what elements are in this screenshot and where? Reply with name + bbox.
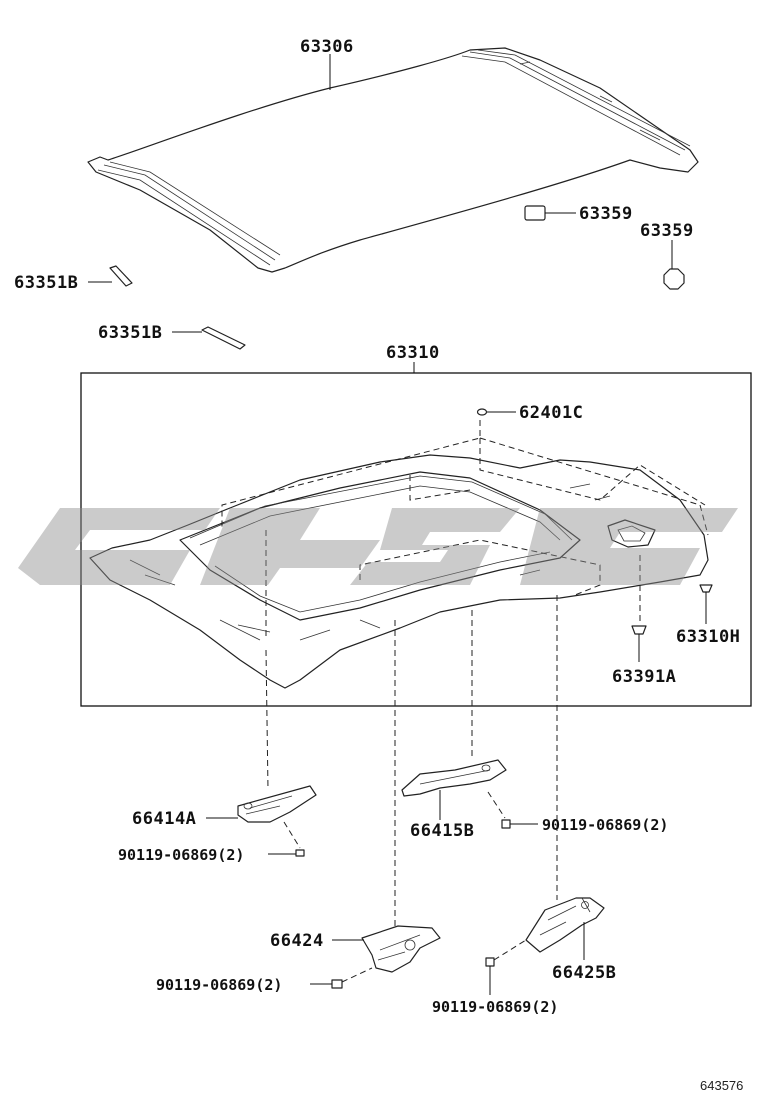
- pad-octagon-63359[interactable]: [663, 268, 685, 290]
- screw-66424[interactable]: [331, 979, 343, 989]
- assist-grip-66415b[interactable]: [401, 759, 507, 797]
- label-66415b: 66415B: [410, 821, 474, 841]
- clip-63310h[interactable]: [699, 584, 713, 593]
- label-63310: 63310: [386, 343, 440, 363]
- label-63351b-upper: 63351B: [14, 273, 78, 293]
- clip-63391a[interactable]: [631, 625, 647, 635]
- clip-62401c[interactable]: [476, 408, 488, 416]
- assembly-box-63310: [80, 372, 752, 707]
- label-screw-grip-center: 90119-06869(2): [542, 816, 668, 834]
- label-63391a: 63391A: [612, 667, 676, 687]
- label-66425b: 66425B: [552, 963, 616, 983]
- label-63351b-lower: 63351B: [98, 323, 162, 343]
- screw-66414a[interactable]: [295, 849, 305, 857]
- label-62401c: 62401C: [519, 403, 583, 423]
- screw-66425b[interactable]: [485, 957, 495, 967]
- screw-66415b[interactable]: [501, 819, 511, 829]
- roof-panel-63306[interactable]: [87, 47, 699, 273]
- label-63359-right: 63359: [579, 204, 633, 224]
- assist-grip-66414a[interactable]: [237, 785, 317, 823]
- strip-63351b-upper[interactable]: [109, 265, 133, 287]
- strip-63351b-lower[interactable]: [201, 326, 246, 350]
- pad-square-63359[interactable]: [524, 205, 546, 221]
- bracket-66424[interactable]: [361, 925, 441, 973]
- label-63310h: 63310H: [676, 627, 740, 647]
- label-66414a: 66414A: [132, 809, 196, 829]
- label-screw-bracket-right: 90119-06869(2): [432, 998, 558, 1016]
- label-63306: 63306: [300, 37, 354, 57]
- watermark-logo: [18, 508, 738, 585]
- headliner-63310[interactable]: [89, 454, 709, 689]
- figure-number: 643576: [700, 1078, 743, 1093]
- label-66424: 66424: [270, 931, 324, 951]
- label-screw-grip-left: 90119-06869(2): [118, 846, 244, 864]
- label-63359-lower: 63359: [640, 221, 694, 241]
- bracket-66425b[interactable]: [525, 897, 605, 953]
- label-screw-bracket-left: 90119-06869(2): [156, 976, 282, 994]
